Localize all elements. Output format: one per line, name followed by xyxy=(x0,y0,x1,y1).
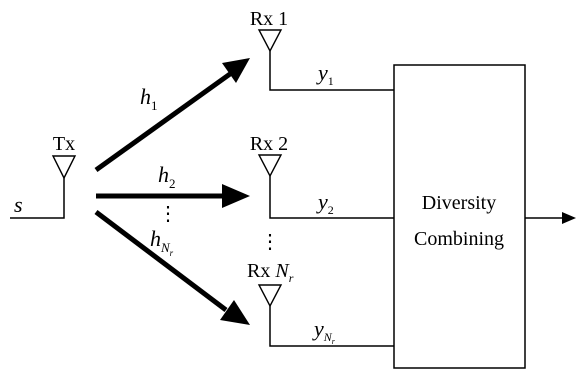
channel-ellipsis: ⋮ xyxy=(158,203,178,225)
rx-2-output-line xyxy=(269,176,394,219)
tx-label: Tx xyxy=(53,133,75,155)
channel-label-2: h2 xyxy=(158,162,176,191)
rx-n-output-line xyxy=(269,306,394,347)
output-arrow xyxy=(525,212,576,224)
tx-antenna-icon xyxy=(51,155,77,180)
channel-arrow-1 xyxy=(94,58,250,173)
rx-1-signal-label: y1 xyxy=(316,60,334,88)
combiner-label-line2: Combining xyxy=(414,228,504,250)
receiver-ellipsis: ⋮ xyxy=(260,231,280,253)
combiner-label-line1: Diversity xyxy=(422,192,496,214)
channel-label-1: h1 xyxy=(140,84,158,113)
diversity-combining-box xyxy=(393,64,526,369)
rx-2-label: Rx 2 xyxy=(250,133,288,155)
channel-label-3: hNr xyxy=(150,226,174,258)
rx-1-output-line xyxy=(269,51,394,91)
rx-2-signal-label: y2 xyxy=(316,189,334,217)
channel-arrow-2 xyxy=(96,184,250,208)
rx-1-antenna-icon xyxy=(257,29,283,53)
channel-arrow-3 xyxy=(94,210,250,325)
rx-n-label: Rx Nr xyxy=(247,260,294,285)
rx-1-label: Rx 1 xyxy=(250,8,288,30)
input-line xyxy=(10,178,65,219)
input-signal-label: s xyxy=(14,192,23,217)
rx-2-antenna-icon xyxy=(257,154,283,178)
rx-n-antenna-icon xyxy=(257,284,283,308)
rx-n-signal-label: yNr xyxy=(312,316,336,346)
